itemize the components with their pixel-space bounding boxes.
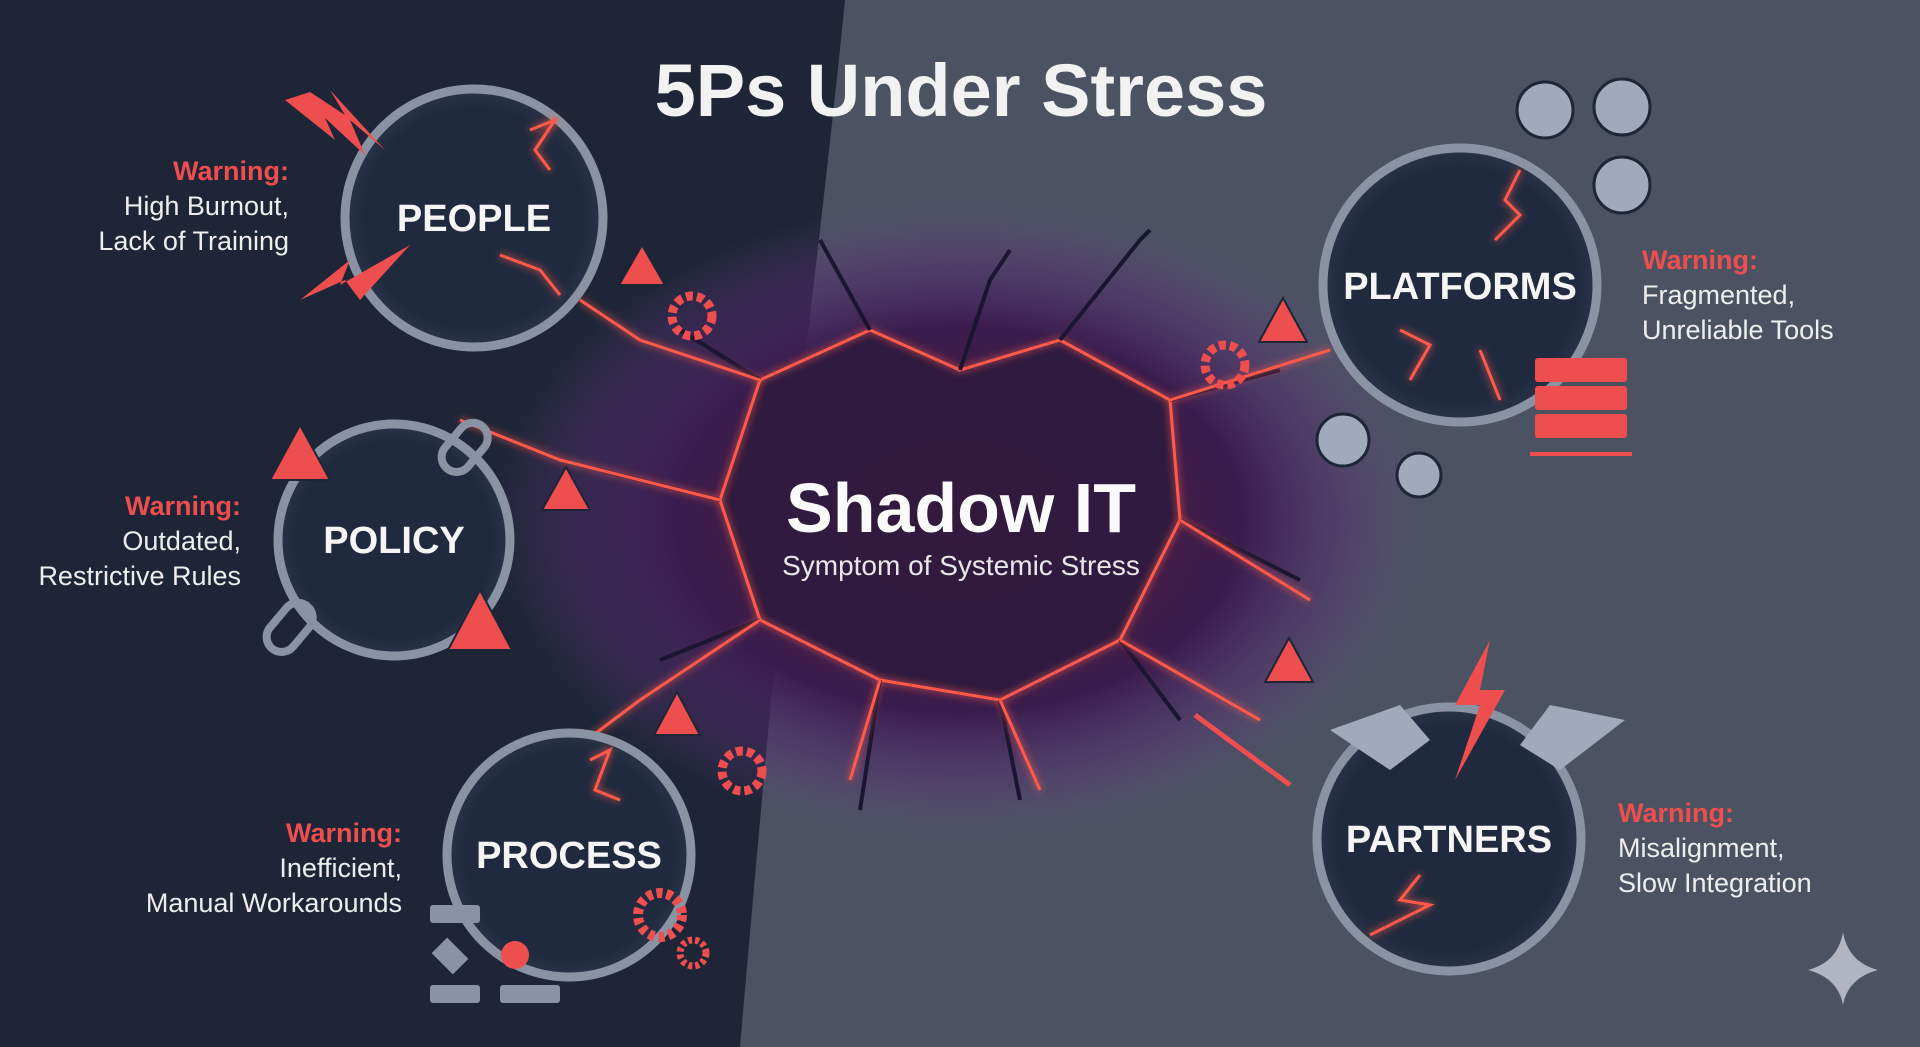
warning-text: Fragmented,	[1642, 280, 1795, 310]
gear-icon	[633, 888, 710, 970]
warning-text: Outdated,	[122, 526, 241, 556]
warning-text: Misalignment,	[1618, 833, 1785, 863]
node-platforms: PLATFORMS Warning: Fragmented, Unreliabl…	[1315, 77, 1834, 499]
page-title: 5Ps Under Stress	[655, 49, 1268, 132]
warning-text: High Burnout,	[124, 191, 289, 221]
node-label: PROCESS	[476, 835, 662, 877]
warning-text: Slow Integration	[1618, 868, 1812, 898]
warning-text: Restrictive Rules	[38, 561, 241, 591]
broken-handshake-icon	[1330, 640, 1625, 780]
node-label: PARTNERS	[1346, 819, 1552, 861]
warning-text: Lack of Training	[98, 226, 289, 256]
center-crater	[459, 200, 1430, 840]
warning-text: Unreliable Tools	[1642, 315, 1834, 345]
warning-label: Warning:	[286, 818, 402, 848]
node-label: PEOPLE	[397, 198, 551, 240]
warning-label: Warning:	[1642, 245, 1758, 275]
node-label: POLICY	[323, 520, 464, 562]
warning-text: Manual Workarounds	[146, 888, 402, 918]
double-arrow-icon	[1193, 712, 1292, 788]
broken-server-icon	[1530, 358, 1632, 456]
warning-text: Inefficient,	[279, 853, 402, 883]
node-process: PROCESS Warning: Inefficient, Manual Wor…	[146, 728, 710, 1003]
sparkle-icon	[1808, 932, 1878, 1005]
broken-gear-icons	[667, 291, 1250, 796]
node-policy: POLICY Warning: Outdated, Restrictive Ru…	[38, 418, 515, 661]
node-partners: PARTNERS Warning: Misalignment, Slow Int…	[1193, 640, 1812, 976]
warning-label: Warning:	[125, 491, 241, 521]
node-label: PLATFORMS	[1343, 266, 1577, 308]
center-subtitle: Symptom of Systemic Stress	[782, 550, 1140, 581]
center-title: Shadow IT	[786, 469, 1136, 547]
warning-label: Warning:	[1618, 798, 1734, 828]
warning-label: Warning:	[173, 156, 289, 186]
warning-triangle-icons	[268, 242, 1315, 736]
flowchart-icon	[430, 905, 560, 1003]
lightning-arrows-icon	[285, 90, 410, 300]
node-people: PEOPLE Warning: High Burnout, Lack of Tr…	[98, 84, 608, 352]
broken-chain-icon	[262, 418, 492, 656]
device-icons	[1315, 77, 1652, 499]
